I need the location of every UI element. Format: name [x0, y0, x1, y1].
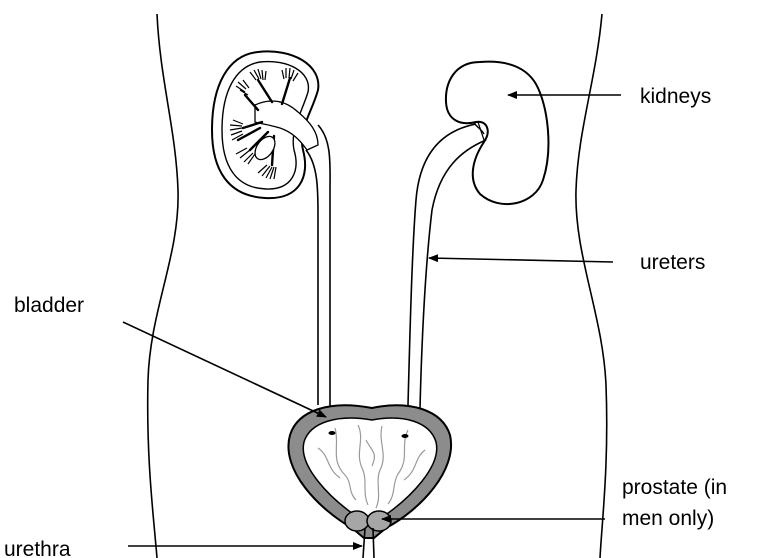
- kidneys-label: kidneys: [640, 85, 711, 108]
- ureters-label: ureters: [640, 251, 705, 274]
- left-ureter: [306, 125, 330, 410]
- right-kidney: [446, 62, 549, 204]
- prostate-right-lobe: [367, 511, 391, 531]
- prostate-label-line2: men only): [622, 507, 714, 530]
- prostate-left-lobe: [345, 511, 369, 531]
- ureters-arrow: [429, 258, 613, 262]
- left-kidney: [212, 51, 318, 198]
- urethra-label: urethra: [4, 538, 71, 558]
- bladder-arrow: [123, 322, 326, 417]
- bladder-label: bladder: [14, 294, 84, 317]
- prostate-label-line1: prostate (in: [622, 476, 727, 499]
- body-outline-left: [148, 14, 178, 558]
- right-kidney-outline: [446, 62, 549, 204]
